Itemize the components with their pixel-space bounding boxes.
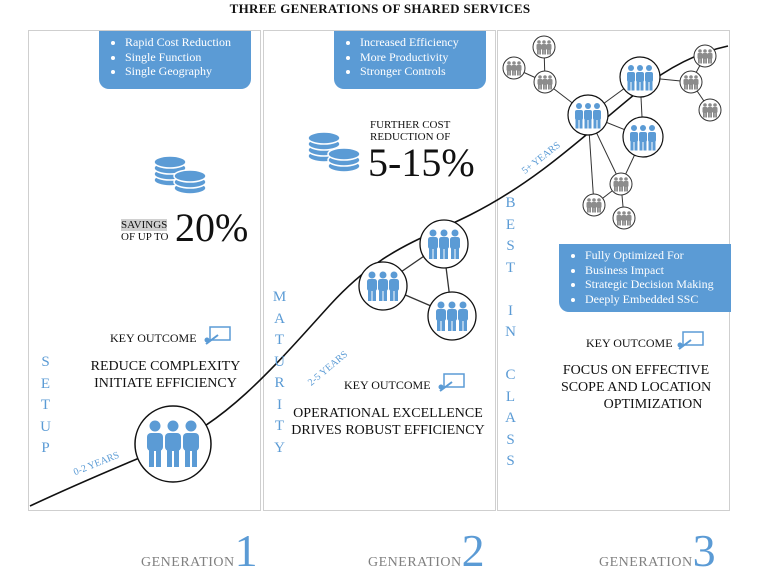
generation-2-benefits: Increased Efficiency More Productivity S… (334, 31, 486, 89)
benefit-item: Stronger Controls (360, 64, 478, 79)
vertical-letter: U (274, 353, 286, 370)
benefit-item: Single Function (125, 50, 243, 65)
benefit-item: Business Impact (585, 263, 723, 278)
team-icon (419, 219, 469, 269)
team-icon (358, 261, 408, 311)
vertical-letter: S (506, 431, 516, 448)
vertical-letter: L (505, 388, 517, 405)
key-outcome-label: KEY OUTCOME (344, 378, 431, 392)
vertical-letter: B (505, 195, 517, 211)
benefit-item: Rapid Cost Reduction (125, 35, 243, 50)
vertical-letter: S (506, 238, 516, 254)
vertical-letter: T (274, 332, 286, 348)
benefit-item: More Productivity (360, 50, 478, 65)
key-outcome-label: KEY OUTCOME (110, 331, 197, 345)
generation-3-benefits: Fully Optimized For Business Impact Stra… (559, 244, 731, 312)
key-outcome-text: OPERATIONAL EXCELLENCE DRIVES ROBUST EFF… (283, 405, 493, 439)
vertical-letter: S (41, 354, 51, 370)
vertical-letter: I (508, 302, 514, 319)
vertical-letter: U (40, 418, 52, 435)
vertical-letter: T (40, 397, 52, 413)
key-outcome-text: REDUCE COMPLEXITY INITIATE EFFICIENCY (78, 358, 253, 392)
key-outcome-label: KEY OUTCOME (586, 336, 673, 350)
generation-label-3: GENERATION3 (599, 528, 716, 574)
generation-label-1: GENERATION1 (141, 528, 258, 574)
page-title: THREE GENERATIONS OF SHARED SERVICES (229, 1, 531, 16)
generation-number: 1 (234, 525, 258, 576)
outcome-line: INITIATE EFFICIENCY (94, 376, 237, 391)
savings-label: SAVINGS OF UP TO (121, 219, 168, 243)
vertical-letter (503, 279, 519, 301)
vertical-letter: N (505, 324, 517, 340)
vertical-letter (503, 344, 519, 366)
benefit-item: Increased Efficiency (360, 35, 478, 50)
generation-number: 2 (461, 525, 485, 576)
key-outcome-text: FOCUS ON EFFECTIVE SCOPE AND LOCATION OP… (545, 362, 727, 413)
savings-label-line2: OF UP TO (121, 231, 169, 243)
vertical-letter: C (505, 367, 517, 383)
generation-word: GENERATION (599, 555, 693, 570)
benefit-item: Strategic Decision Making (585, 277, 723, 292)
benefit-item: Fully Optimized For (585, 248, 723, 263)
vertical-letter: S (506, 453, 516, 469)
further-reduction-value: 5-15% (368, 140, 475, 185)
outcome-line: DRIVES ROBUST EFFICIENCY (291, 423, 485, 438)
generation-word: GENERATION (368, 555, 462, 570)
outcome-line: OPTIMIZATION (603, 397, 703, 412)
outcome-line: FOCUS ON EFFECTIVE (562, 363, 710, 378)
generation-label-2: GENERATION2 (368, 528, 485, 574)
panel-generation-2 (263, 30, 496, 511)
vertical-letter: Y (274, 439, 286, 456)
coins-icon (153, 155, 207, 195)
savings-label-line1: SAVINGS (121, 219, 168, 231)
vertical-letter: T (505, 259, 517, 276)
outcome-line: SCOPE AND LOCATION (560, 380, 712, 395)
vertical-letter: E (40, 375, 52, 392)
team-icon (134, 405, 212, 483)
outcome-line: OPERATIONAL EXCELLENCE (293, 406, 483, 421)
presentation-icon (204, 326, 231, 345)
vertical-letter: T (274, 418, 286, 434)
benefit-item: Single Geography (125, 64, 243, 79)
benefit-item: Deeply Embedded SSC (585, 292, 723, 307)
vertical-label-maturity: M A T U R I T Y (272, 287, 288, 459)
vertical-letter: E (505, 216, 517, 233)
further-reduction-label: FURTHER COST REDUCTION OF (370, 119, 450, 143)
vertical-letter: A (274, 310, 286, 327)
generation-word: GENERATION (141, 555, 235, 570)
vertical-label-setup: S E T U P (38, 352, 54, 460)
generation-1-benefits: Rapid Cost Reduction Single Function Sin… (99, 31, 251, 89)
vertical-letter: R (274, 375, 286, 391)
savings-value: 20% (175, 205, 249, 250)
coins-icon (307, 131, 361, 173)
outcome-line: REDUCE COMPLEXITY (90, 359, 241, 374)
vertical-letter: A (505, 410, 517, 426)
presentation-icon (677, 331, 704, 350)
vertical-letter: M (272, 289, 288, 305)
generation-number: 3 (692, 525, 716, 576)
vertical-letter: P (41, 440, 51, 456)
presentation-icon (438, 373, 465, 392)
further-reduction-line1: FURTHER COST (370, 119, 451, 131)
vertical-letter: I (277, 396, 283, 413)
network-icon (502, 35, 722, 230)
team-icon (427, 291, 477, 341)
further-reduction-line2: REDUCTION OF (370, 131, 451, 143)
vertical-label-best-in-class: B E S T I N C L A S S (503, 193, 519, 473)
